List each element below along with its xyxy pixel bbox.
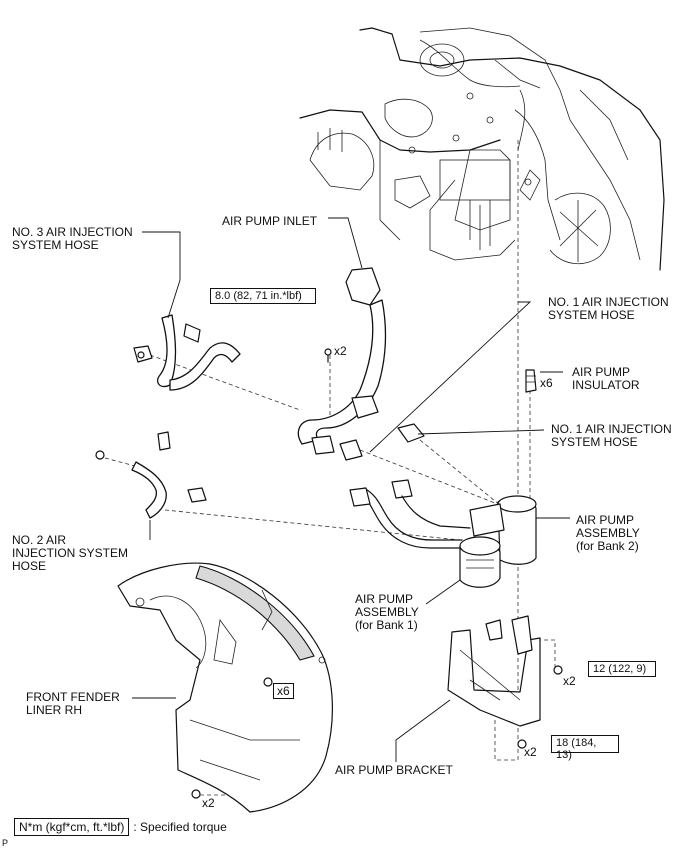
label-no1-air-injection-system-hose-upper: NO. 1 AIR INJECTION SYSTEM HOSE <box>548 295 669 322</box>
no1-air-injection-hoses-shape <box>339 369 537 461</box>
label-front-fender-liner-rh: FRONT FENDER LINER RH <box>26 690 120 717</box>
torque-spec-inlet: 8.0 (82, 71 in.*lbf) <box>210 288 316 304</box>
label-no3-air-injection-system-hose: NO. 3 AIR INJECTION SYSTEM HOSE <box>12 225 133 252</box>
engine-compartment-illustration <box>299 27 665 271</box>
air-pump-bracket-shape <box>447 615 563 749</box>
no2-air-injection-hose-shape <box>95 431 207 519</box>
air-pump-assemblies-shape <box>349 479 537 588</box>
no3-air-injection-hose-shape <box>133 314 241 391</box>
label-air-pump-insulator: AIR PUMP INSULATOR <box>572 365 640 392</box>
label-air-pump-assembly-bank2: AIR PUMP ASSEMBLY (for Bank 2) <box>576 513 640 553</box>
qty-liner-clips: x6 <box>273 683 294 699</box>
qty-liner-bottom: x2 <box>202 796 215 810</box>
label-no1-air-injection-system-hose-lower: NO. 1 AIR INJECTION SYSTEM HOSE <box>551 422 672 449</box>
torque-spec-bracket-bolt: 18 (184, 13) <box>551 735 619 761</box>
torque-legend: N*m (kgf*cm, ft.*lbf) : Specified torque <box>14 818 227 836</box>
qty-bracket-nuts: x2 <box>563 674 576 688</box>
label-air-pump-inlet: AIR PUMP INLET <box>222 214 318 228</box>
label-no2-air-injection-system-hose: NO. 2 AIR INJECTION SYSTEM HOSE <box>12 533 129 573</box>
qty-inlet-bolts: x2 <box>334 344 347 358</box>
corner-mark: P <box>2 838 9 848</box>
alignment-lines <box>104 140 556 796</box>
front-fender-liner-shape <box>117 562 333 813</box>
qty-insulator: x6 <box>540 376 553 390</box>
label-air-pump-assembly-bank1: AIR PUMP ASSEMBLY (for Bank 1) <box>355 592 419 632</box>
qty-bracket-bolts: x2 <box>524 745 537 759</box>
legend-description: : Specified torque <box>133 820 227 834</box>
label-air-pump-bracket: AIR PUMP BRACKET <box>335 763 453 777</box>
legend-unit-box: N*m (kgf*cm, ft.*lbf) <box>14 818 130 836</box>
label-leader-lines <box>132 217 570 762</box>
air-pump-inlet-shape <box>297 267 387 455</box>
torque-spec-bracket-nut: 12 (122, 9) <box>588 661 656 677</box>
